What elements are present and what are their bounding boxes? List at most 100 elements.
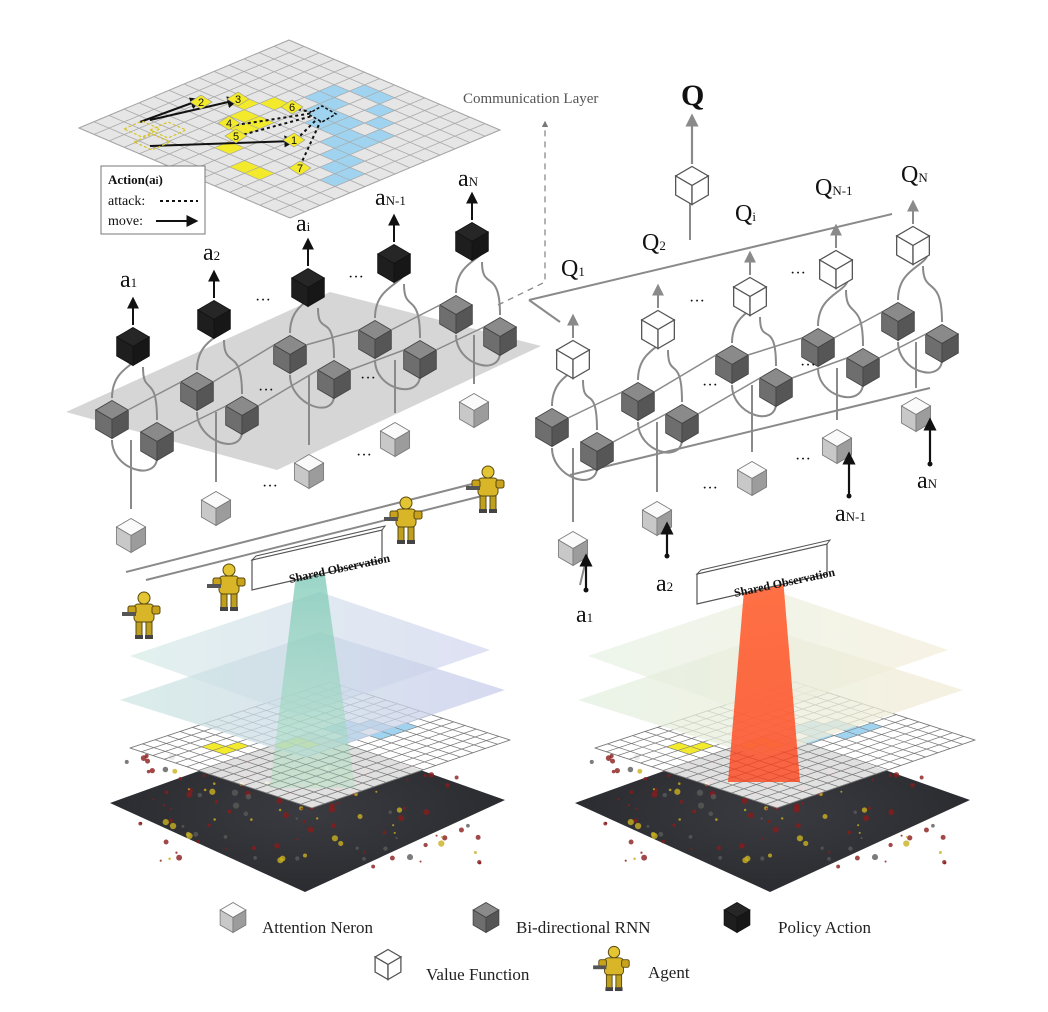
- legend-value-icon: [373, 948, 403, 981]
- critic-attention-neuron-1: [557, 531, 589, 567]
- ellipsis: ···: [356, 447, 372, 464]
- critic-action-input-label-4: aN: [917, 468, 938, 494]
- actor-attention-neuron-5: [458, 393, 490, 429]
- legend: Attention Neron Bi-directional RNN Policy …: [219, 902, 872, 992]
- agent-1: [122, 591, 161, 639]
- actor-rnn-forward-2: [179, 372, 215, 412]
- ellipsis: ···: [689, 293, 705, 310]
- move-label: move:: [108, 214, 143, 229]
- actor-policy-action-5: [454, 222, 490, 262]
- policy-output-label-2: a2: [203, 240, 220, 266]
- ellipsis: ···: [800, 357, 816, 374]
- actor-network: ··· ··· ··· ··· ··· ···: [66, 191, 541, 581]
- policy-output-label-5: aN: [458, 166, 479, 192]
- unit-number: 2: [198, 97, 204, 109]
- legend-label-value: Value Function: [426, 965, 530, 984]
- agent-4: [466, 465, 505, 513]
- policy-output-label-4: aN-1: [375, 185, 406, 211]
- legend-label-attention: Attention Neron: [262, 918, 373, 937]
- q-output-label-5: QN: [901, 162, 928, 188]
- q-output-label-1: Q1: [561, 256, 585, 282]
- actor-rnn-forward-1: [94, 400, 130, 440]
- communication-layer: Communication Layer: [463, 91, 598, 306]
- legend-label-agent: Agent: [648, 963, 690, 982]
- critic-action-input-label-3: aN-1: [835, 501, 866, 527]
- legend-attention-icon: [219, 902, 247, 934]
- critic-rnn-forward-5: [880, 302, 916, 342]
- critic-attention-neuron-5: [900, 397, 932, 433]
- legend-agent-icon: [593, 945, 630, 992]
- unit-number: 5: [233, 131, 239, 143]
- q-output-label-2: Q2: [642, 230, 666, 256]
- critic-value-function-3: [732, 276, 768, 317]
- ellipsis: ···: [702, 480, 718, 497]
- ellipsis: ···: [258, 382, 274, 399]
- q-output-label-3: Qi: [735, 201, 756, 227]
- actor-attention-neuron-2: [200, 491, 232, 527]
- right-attention-beam: [728, 578, 800, 782]
- ellipsis: ···: [790, 265, 806, 282]
- communication-layer-label: Communication Layer: [463, 91, 598, 107]
- critic-value-function-5: [895, 225, 931, 266]
- legend-label-rnn: Bi-directional RNN: [516, 918, 651, 937]
- unit-number: 7: [297, 163, 303, 175]
- critic-rnn-forward-2: [620, 382, 656, 422]
- shared-observation-left: Shared Observation: [250, 525, 391, 591]
- ellipsis: ···: [702, 377, 718, 394]
- right-observation-stack: [575, 578, 977, 892]
- actor-attention-neuron-3: [293, 454, 325, 490]
- ellipsis: ···: [795, 451, 811, 468]
- actor-policy-action-1: [115, 327, 151, 367]
- actor-rnn-backward-5: [482, 317, 518, 357]
- critic-rnn-backward-3: [758, 368, 794, 408]
- unit-number: 3: [235, 94, 241, 106]
- attack-label: attack:: [108, 194, 145, 209]
- actor-rnn-backward-4: [402, 340, 438, 380]
- actor-policy-action-2: [196, 300, 232, 340]
- policy-output-label-1: a1: [120, 267, 137, 293]
- left-observation-stack: [110, 575, 512, 892]
- legend-rnn-icon: [472, 902, 500, 934]
- unit-number: 4: [226, 118, 232, 130]
- critic-attention-neuron-4: [821, 429, 853, 465]
- top-map-actions: [139, 96, 338, 167]
- action-title: Action(ai): [108, 172, 163, 187]
- critic-rnn-backward-4: [845, 348, 881, 388]
- critic-action-input-label-2: a2: [656, 571, 673, 597]
- critic-rnn-forward-1: [534, 408, 570, 448]
- ellipsis: ···: [262, 478, 278, 495]
- critic-attention-neuron-3: [736, 461, 768, 497]
- actor-rnn-forward-5: [438, 295, 474, 335]
- critic-value-function-4: [818, 249, 854, 290]
- unit-number: 1: [291, 135, 297, 147]
- actor-policy-action-3: [290, 268, 326, 308]
- unit-number: 6: [289, 102, 295, 114]
- legend-label-policy: Policy Action: [778, 918, 872, 937]
- critic-action-input-label-1: a1: [576, 602, 593, 628]
- actor-rnn-backward-3: [316, 360, 352, 400]
- q-output-label-4: QN-1: [815, 175, 853, 201]
- actor-attention-neuron-4: [379, 422, 411, 458]
- policy-output-label-3: ai: [296, 211, 311, 237]
- critic-rnn-forward-3: [714, 345, 750, 385]
- critic-value-function-2: [640, 309, 676, 350]
- total-q-label: Q: [681, 79, 704, 112]
- critic-rnn-backward-1: [579, 432, 615, 472]
- action-legend-box: Action(ai) attack: move:: [100, 165, 206, 235]
- actor-rnn-backward-2: [224, 396, 260, 436]
- ellipsis: ···: [360, 370, 376, 387]
- critic-rnn-backward-5: [924, 324, 960, 364]
- ellipsis: ···: [255, 292, 271, 309]
- legend-policy-icon: [723, 902, 751, 934]
- actor-rnn-forward-4: [357, 320, 393, 360]
- ellipsis: ···: [348, 269, 364, 286]
- critic-value-function-1: [555, 339, 591, 380]
- critic-rnn-backward-2: [664, 404, 700, 444]
- actor-policy-action-4: [376, 244, 412, 284]
- top-map: 2 345 6 1 7: [77, 39, 502, 219]
- actor-attention-neuron-1: [115, 518, 147, 554]
- critic-rnn-forward-4: [800, 328, 836, 368]
- actor-rnn-forward-3: [272, 335, 308, 375]
- left-attention-beam: [270, 575, 355, 788]
